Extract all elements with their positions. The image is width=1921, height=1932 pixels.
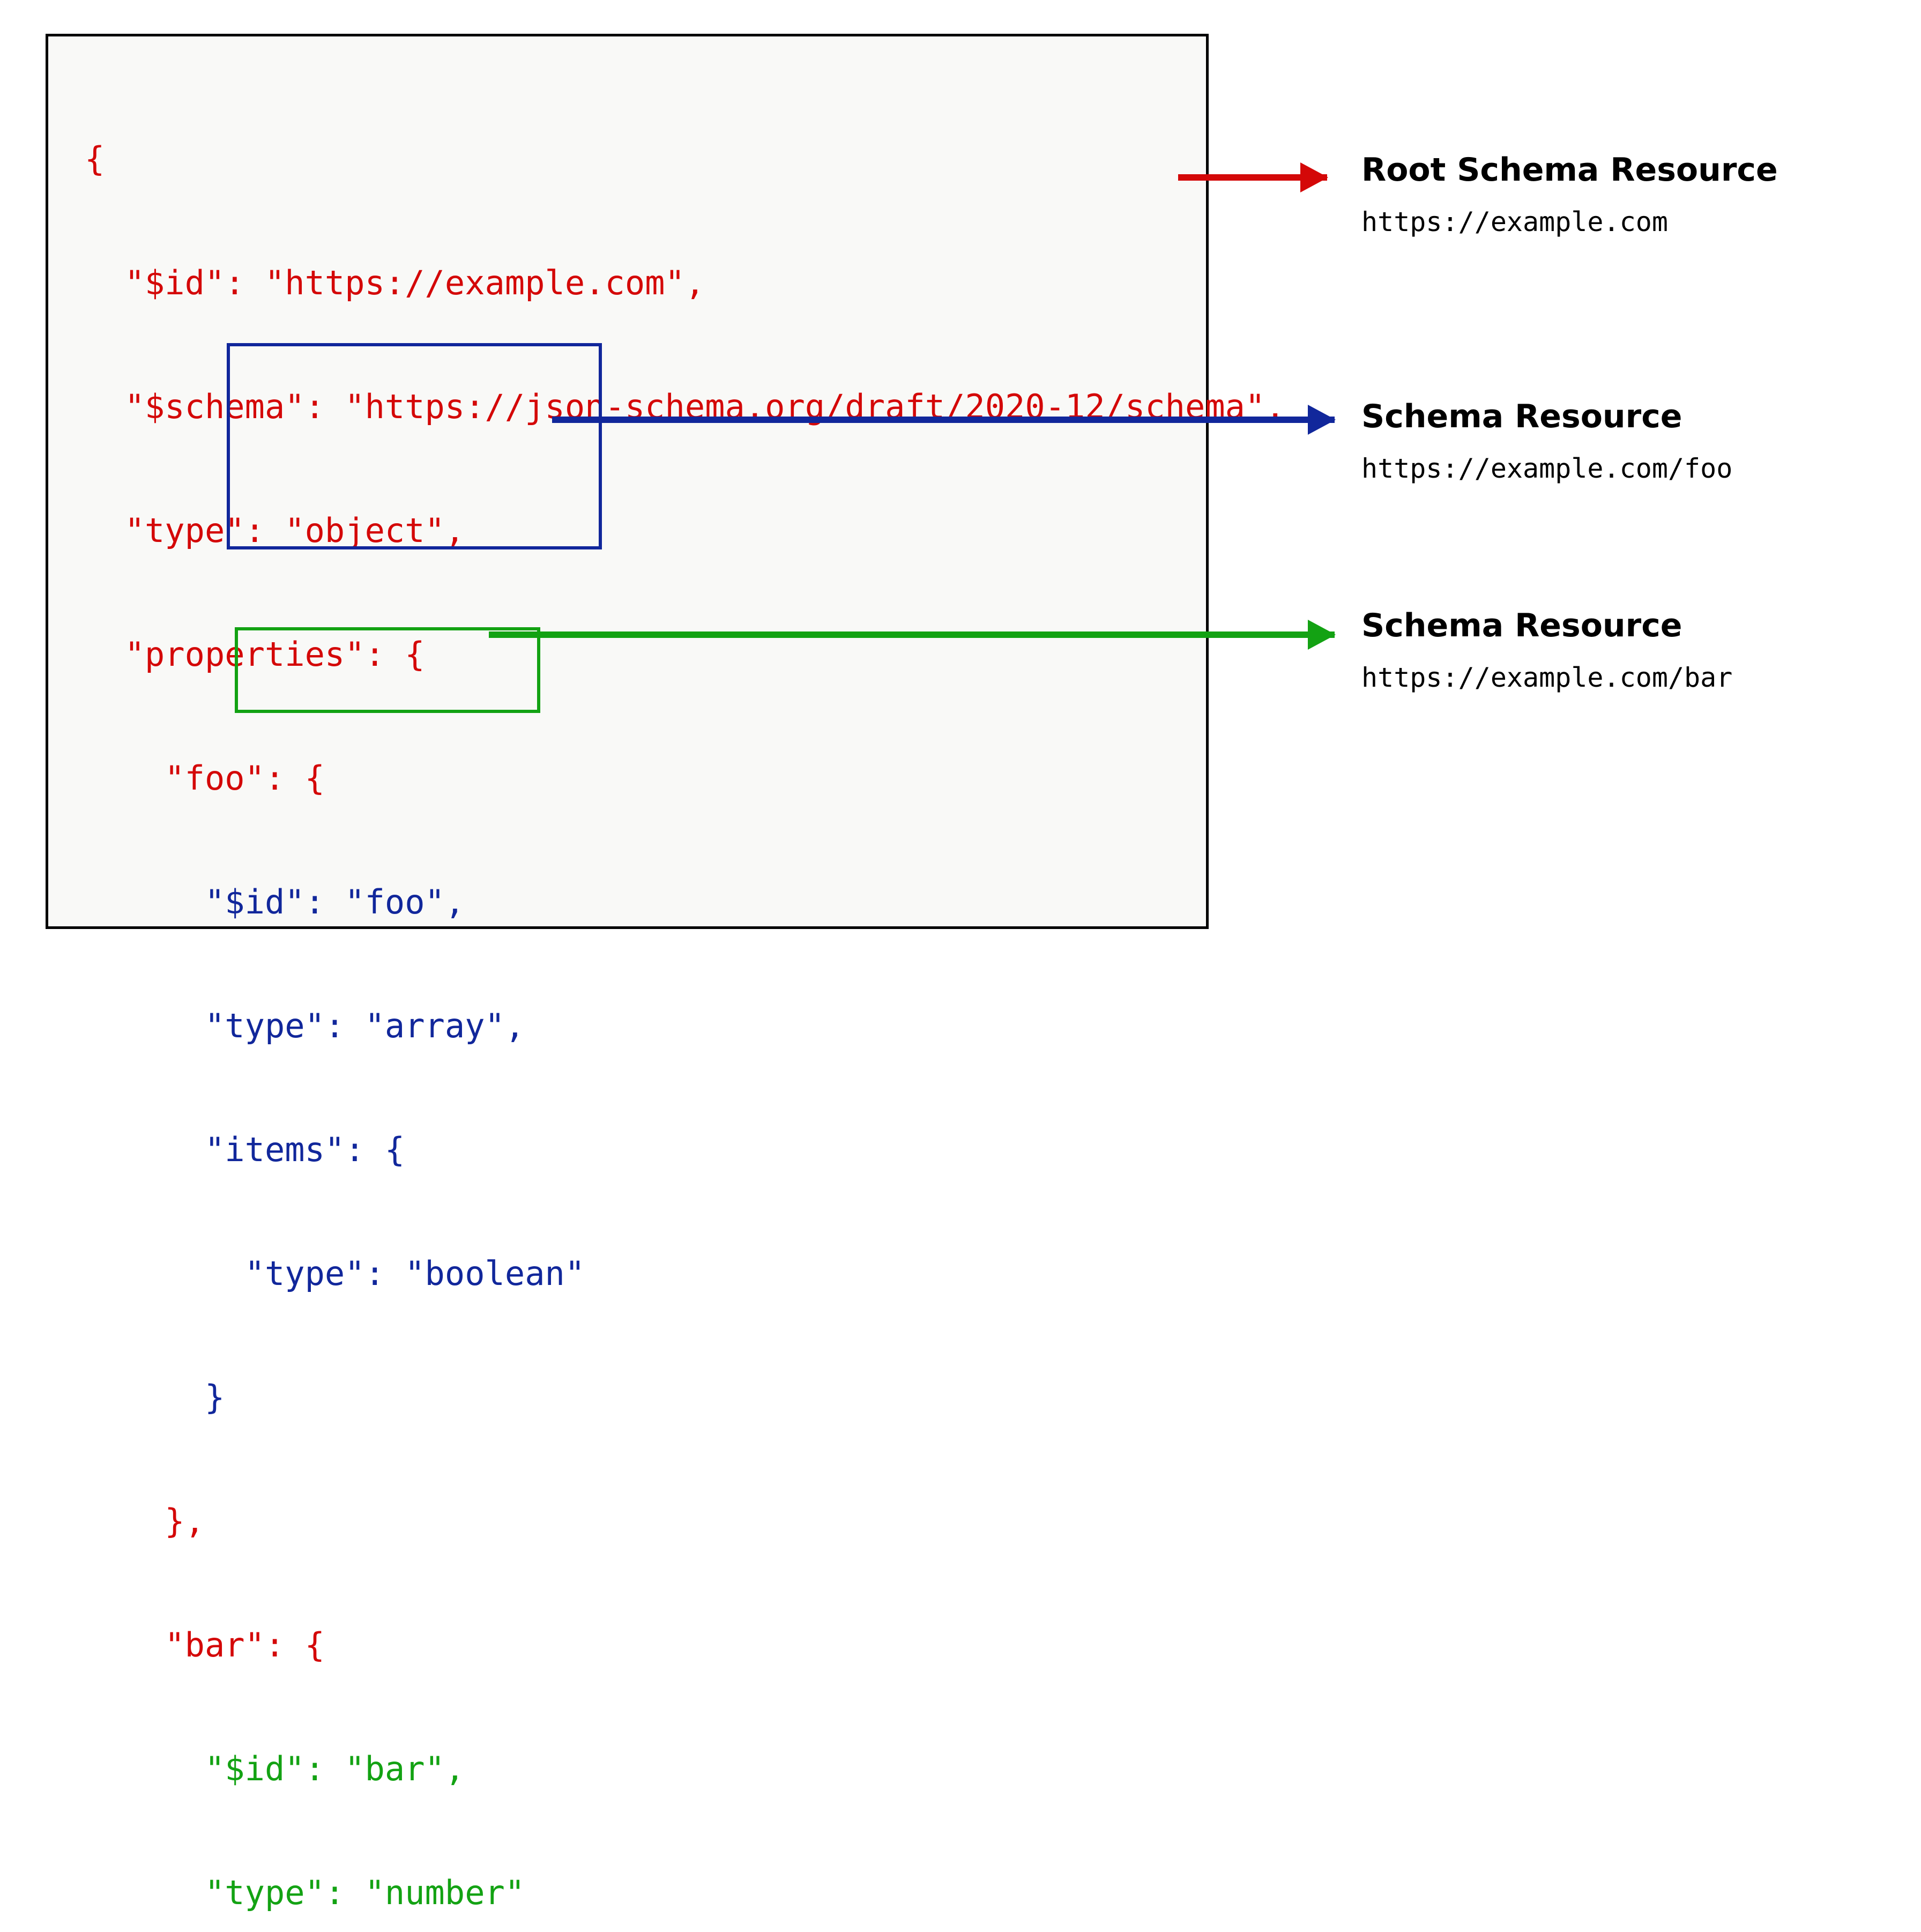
code-line: "$id": "bar", <box>85 1749 465 1788</box>
json-code-listing: { "$id": "https://example.com", "$schema… <box>85 56 1285 1932</box>
arrow-head-icon <box>1308 620 1336 650</box>
code-line: { <box>85 139 105 179</box>
annotation-bar-schema-resource: Schema Resource https://example.com/bar <box>1361 607 1897 694</box>
code-line: "foo": { <box>85 759 325 798</box>
annotation-title: Root Schema Resource <box>1361 151 1778 189</box>
code-line: "$id": "foo", <box>85 882 465 922</box>
annotation-title: Schema Resource <box>1361 607 1682 644</box>
code-line: "type": "array", <box>85 1006 525 1045</box>
arrow-head-icon <box>1308 405 1336 435</box>
annotation-uri: https://example.com <box>1361 206 1668 237</box>
annotation-title: Schema Resource <box>1361 398 1682 435</box>
code-line: "bar": { <box>85 1625 325 1665</box>
code-line: "$id": "https://example.com", <box>85 263 705 302</box>
code-line: } <box>85 1378 225 1417</box>
arrow-head-icon <box>1300 162 1328 192</box>
annotation-uri: https://example.com/bar <box>1361 662 1733 693</box>
annotation-uri: https://example.com/foo <box>1361 453 1733 484</box>
code-line: "$schema": "https://json-schema.org/draf… <box>85 387 1285 426</box>
annotation-root-schema-resource: Root Schema Resource https://example.com <box>1361 151 1897 238</box>
code-line: "properties": { <box>85 635 425 674</box>
code-line: "type": "number" <box>85 1873 525 1912</box>
json-code-panel: { "$id": "https://example.com", "$schema… <box>46 34 1285 1912</box>
code-line: "items": { <box>85 1130 405 1169</box>
code-line: "type": "object", <box>85 511 465 550</box>
code-line: "type": "boolean" <box>85 1254 585 1293</box>
code-line: }, <box>85 1502 205 1541</box>
annotation-foo-schema-resource: Schema Resource https://example.com/foo <box>1361 398 1897 485</box>
